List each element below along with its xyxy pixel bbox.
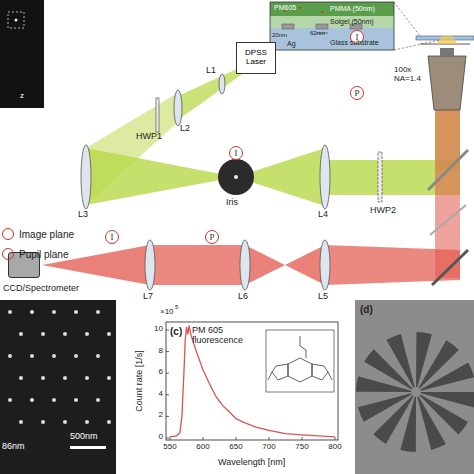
part-label: Iris (226, 198, 238, 208)
part-label: Count rate [1/s] (135, 350, 145, 412)
axis-tick: 650 (229, 443, 242, 452)
plane-marker: P (205, 230, 219, 244)
legend-row: Pupil plane (2, 248, 68, 260)
part-label: z (20, 92, 24, 101)
part-label: 500nm (70, 432, 98, 442)
axis-tick: 8 (159, 347, 163, 356)
part-label: L5 (318, 292, 328, 302)
part-label: (d) (360, 304, 373, 315)
part-label: L4 (318, 210, 328, 220)
marker-letter: P (354, 88, 359, 98)
part-label: L2 (180, 124, 190, 134)
axis-tick: 700 (262, 443, 275, 452)
legend-text: Pupil plane (19, 249, 68, 260)
axis-tick: 0 (159, 433, 163, 442)
part-label: 86nm (2, 442, 25, 452)
detector-label: CCD/Spectrometer (3, 283, 79, 293)
part-label: PM605 (274, 4, 296, 12)
laser-label: DPSS Laser (237, 49, 275, 67)
part-label: HWP1 (136, 132, 162, 142)
axis-tick: 600 (196, 443, 209, 452)
axis-tick: 750 (295, 443, 308, 452)
part-label: Solgel (50nm) (330, 18, 374, 26)
part-label: L7 (143, 292, 153, 302)
legend-row: Image plane (2, 228, 74, 240)
part-label: 100x NA=1.4 (394, 66, 430, 84)
part-label: 62nm (310, 30, 325, 37)
axis-tick: 6 (159, 368, 163, 377)
marker-letter: P (209, 232, 214, 242)
part-label: Ag (287, 40, 296, 48)
legend-marker (2, 248, 14, 260)
axis-tick: 2 (159, 411, 163, 420)
part-label: PM 605 fluorescence (192, 326, 256, 346)
marker-letter: I (235, 148, 238, 158)
part-label: HWP2 (370, 206, 396, 216)
axis-tick: 800 (328, 443, 341, 452)
part-label: Wavelength [nm] (218, 458, 285, 468)
part-label: L3 (78, 210, 88, 220)
plane-marker: I (105, 230, 119, 244)
part-label: (c) (170, 326, 182, 337)
laser-box: DPSS Laser (236, 42, 276, 74)
part-label: 5 (175, 304, 178, 311)
marker-letter: I (111, 232, 114, 242)
part-label: 20nm (272, 32, 287, 39)
axis-tick: 550 (163, 443, 176, 452)
part-label: ×10 (160, 308, 174, 317)
axis-tick: 10 (154, 325, 163, 334)
part-label: L1 (206, 66, 216, 76)
part-label: L6 (238, 292, 248, 302)
plane-marker: P (350, 86, 364, 100)
legend-text: Image plane (19, 229, 74, 240)
legend-marker (2, 228, 14, 240)
part-label: PMMA (50nm) (330, 5, 375, 13)
plane-marker: I (229, 146, 243, 160)
part-label: Glass substrate (330, 39, 379, 47)
axis-tick: 4 (159, 390, 163, 399)
